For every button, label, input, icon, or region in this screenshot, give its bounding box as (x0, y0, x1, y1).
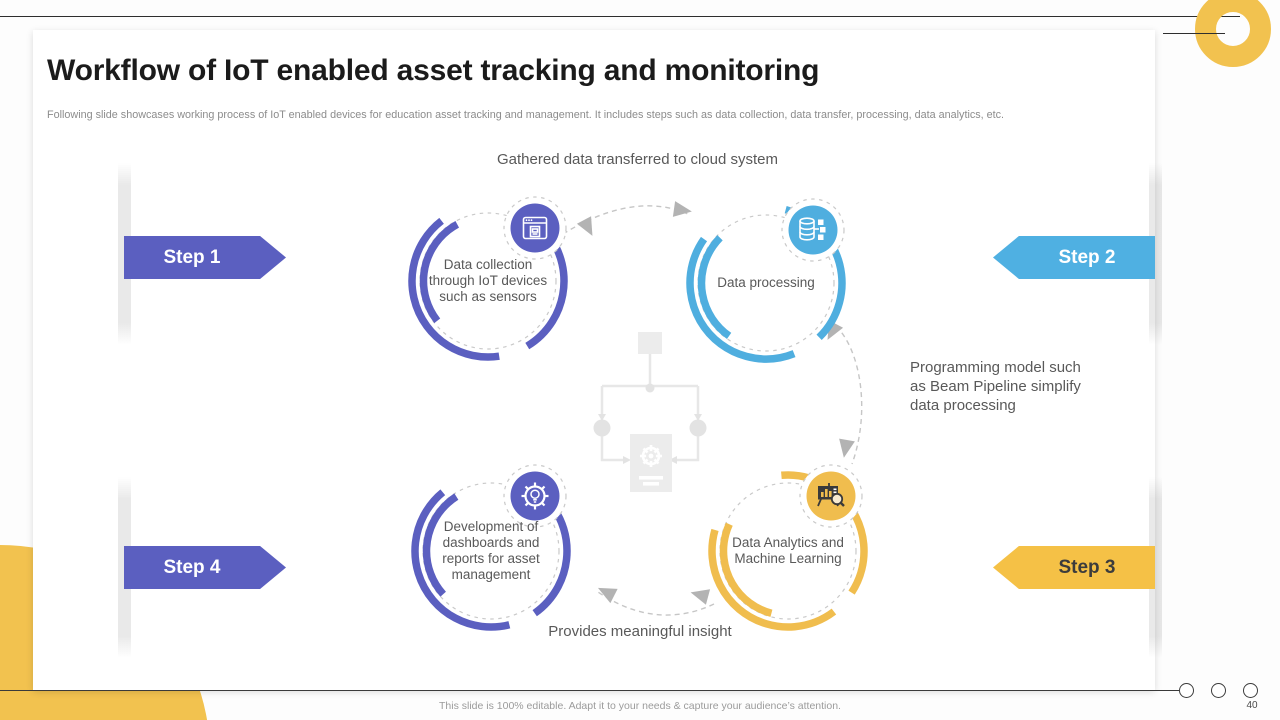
page-title: Workflow of IoT enabled asset tracking a… (47, 54, 820, 87)
footer-note: This slide is 100% editable. Adapt it to… (439, 700, 841, 712)
node-data-processing: Data processing (666, 183, 866, 383)
node-data-collection-label: Data collection through IoT devices such… (428, 256, 548, 305)
node-data-collection: Data collection through IoT devices such… (388, 181, 588, 381)
step-1-banner: Step 1 (124, 236, 286, 279)
gear-idea-icon (510, 471, 560, 521)
page-number: 40 (1246, 700, 1258, 711)
step-2-label: Step 2 (1058, 246, 1116, 268)
browser-device-icon (510, 203, 560, 253)
step-4-banner: Step 4 (124, 546, 286, 589)
pagination-dot-3[interactable] (1243, 683, 1258, 698)
step-3-banner: Step 3 (993, 546, 1155, 589)
node-ring-purple-2 (411, 464, 571, 631)
node-dashboards: Development of dashboards and reports fo… (391, 451, 591, 651)
pagination-dot-2[interactable] (1211, 683, 1226, 698)
node-ring-yellow (708, 464, 868, 631)
step-3-label: Step 3 (1058, 556, 1116, 578)
ribbon-shadow-right-bottom (1149, 477, 1162, 658)
page-subtitle: Following slide showcases working proces… (47, 109, 1005, 121)
pagination-dot-1[interactable] (1179, 683, 1194, 698)
database-icon (788, 205, 838, 255)
top-decor-line (0, 16, 1240, 17)
step-4-label: Step 4 (163, 556, 221, 578)
footer-divider-line (0, 690, 1179, 691)
node-ring-blue (686, 198, 846, 363)
node-dashboards-label: Development of dashboards and reports fo… (442, 518, 540, 583)
node-data-analytics-label: Data Analytics and Machine Learning (732, 534, 844, 566)
ribbon-shadow-right-top (1149, 163, 1162, 345)
annotation-cloud-transfer: Gathered data transferred to cloud syste… (497, 151, 778, 168)
node-ring-purple (408, 196, 568, 361)
node-data-analytics: Data Analytics and Machine Learning (688, 451, 888, 651)
annotation-insight: Provides meaningful insight (548, 623, 732, 640)
analytics-board-icon (806, 471, 856, 521)
annotation-beam-pipeline: Programming model such as Beam Pipeline … (910, 359, 1081, 415)
top-decor-line-short (1163, 33, 1225, 34)
step-1-label: Step 1 (163, 246, 221, 268)
node-data-processing-label: Data processing (717, 274, 815, 290)
step-2-banner: Step 2 (993, 236, 1155, 279)
